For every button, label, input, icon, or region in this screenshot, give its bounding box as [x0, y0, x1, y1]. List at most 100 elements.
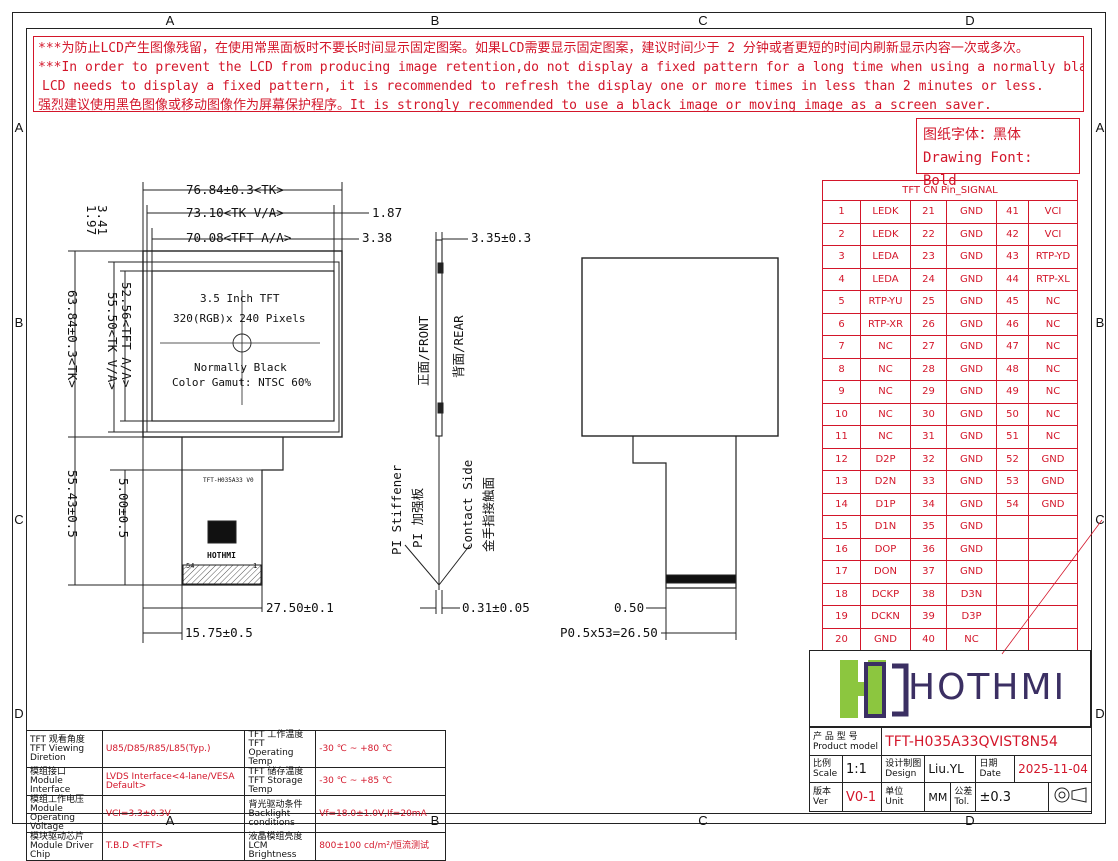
- pin-signal: NC: [1028, 290, 1078, 314]
- pin-number: 41: [996, 200, 1029, 224]
- zone-left-b: B: [14, 315, 24, 330]
- pin-number: 12: [822, 447, 861, 471]
- pi-stiffener-en: PI Stiffener: [389, 464, 404, 555]
- dim-3-35: 3.35±0.3: [471, 230, 532, 245]
- dim-fpc-5: 5.00±0.5: [116, 478, 131, 539]
- pin-number: 2: [822, 222, 861, 246]
- zone-top-d: D: [965, 13, 975, 28]
- pin-number: 33: [910, 470, 947, 494]
- pin-number: 23: [910, 245, 947, 269]
- pin-number: 44: [996, 267, 1029, 291]
- pin-signal: LEDA: [860, 267, 911, 291]
- pin-signal: NC: [1028, 357, 1078, 381]
- pin-signal: [1028, 537, 1078, 561]
- pin-signal: D2P: [860, 447, 911, 471]
- pin-number: 26: [910, 312, 947, 336]
- dim-va-height: 55.50<TK V/A>: [105, 292, 120, 390]
- dim-aa-height: 52.56<TFT A/A>: [119, 282, 134, 388]
- pin-number: 14: [822, 492, 861, 516]
- front-va-outline: [146, 261, 340, 433]
- dim-1-97: 1.97: [84, 205, 99, 236]
- lcd-size-label: 3.5 Inch TFT: [200, 292, 280, 305]
- contact-side-cn: 金手指接触面: [481, 476, 496, 552]
- pin-signal: RTP-XL: [1028, 267, 1078, 291]
- pin-number: [996, 627, 1029, 651]
- spec-value-2: 800±100 cd/m²/恒流测试: [315, 832, 446, 861]
- zone-top-b: B: [430, 13, 440, 28]
- pin-signal: NC: [1028, 425, 1078, 449]
- pin-number: 6: [822, 312, 861, 336]
- pin-number: [996, 582, 1029, 606]
- zone-top-a: A: [165, 13, 175, 28]
- pin-signal: GND: [946, 200, 997, 224]
- fpc-pin-1: 1: [253, 562, 258, 570]
- zone-top-c: C: [698, 13, 708, 28]
- pin-signal: GND: [946, 515, 997, 539]
- pin-number: 21: [910, 200, 947, 224]
- pin-number: 19: [822, 605, 861, 629]
- front-aa-outline: [151, 270, 335, 422]
- zone-right-a: A: [1095, 120, 1105, 135]
- pin-signal: NC: [860, 402, 911, 426]
- zone-right-d: D: [1095, 706, 1105, 721]
- pin-number: 25: [910, 290, 947, 314]
- pin-number: 31: [910, 425, 947, 449]
- lcd-mode-label: Normally Black: [194, 361, 287, 374]
- fpc-pin-54: 54: [186, 562, 195, 570]
- pin-number: [996, 605, 1029, 629]
- front-fpc-outline: [181, 437, 284, 586]
- pin-signal: LEDA: [860, 245, 911, 269]
- pin-signal: GND: [946, 447, 997, 471]
- pin-signal: D2N: [860, 470, 911, 494]
- pin-signal: GND: [946, 560, 997, 584]
- pin-number: 18: [822, 582, 861, 606]
- pin-signal: D3P: [946, 605, 997, 629]
- hothmi-logo-icon: [840, 660, 909, 718]
- projection-icon: [1048, 782, 1092, 812]
- pin-signal: GND: [946, 245, 997, 269]
- drawing-inner-frame: [26, 28, 1092, 814]
- pin-number: 49: [996, 380, 1029, 404]
- pin-number: [996, 515, 1029, 539]
- pin-number: 50: [996, 402, 1029, 426]
- pin-signal: GND: [946, 267, 997, 291]
- pin-signal: DCKN: [860, 605, 911, 629]
- pin-signal: D3N: [946, 582, 997, 606]
- pin-number: 34: [910, 492, 947, 516]
- pin-signal: DON: [860, 560, 911, 584]
- pin-signal: [1028, 560, 1078, 584]
- logo-text: HOTHMI: [908, 667, 1067, 708]
- pin-signal: GND: [860, 627, 911, 651]
- drawing-font-cn: 图纸字体：黑体: [923, 127, 1021, 143]
- pin-number: [996, 560, 1029, 584]
- pin-signal: RTP-YD: [1028, 245, 1078, 269]
- pin-signal: NC: [860, 380, 911, 404]
- dim-aa-width: 70.08<TFT A/A>: [186, 230, 292, 245]
- dim-0-50: 0.50: [614, 600, 645, 615]
- pin-signal: RTP-YU: [860, 290, 911, 314]
- dim-15-75: 15.75±0.5: [185, 625, 253, 640]
- pin-signal: DOP: [860, 537, 911, 561]
- pin-number: 35: [910, 515, 947, 539]
- zone-bot-d: D: [965, 813, 975, 828]
- tol-value: ±0.3: [975, 782, 1049, 812]
- pin-number: 1: [822, 200, 861, 224]
- logo-block: HOTHMI: [809, 650, 1091, 727]
- dim-0-31: 0.31±0.05: [462, 600, 530, 615]
- pin-number: 30: [910, 402, 947, 426]
